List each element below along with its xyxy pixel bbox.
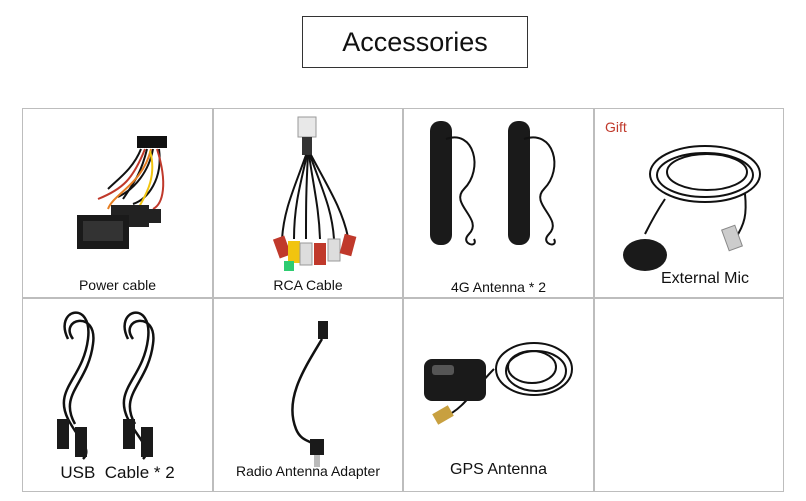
accessory-card-empty: [594, 298, 784, 492]
antenna-icon: [430, 121, 556, 246]
accessory-label: RCA Cable: [273, 277, 343, 293]
accessory-label: External Mic: [660, 270, 750, 287]
accessory-card-external-mic: Gift External Mic: [594, 108, 784, 298]
accessory-label: 4G Antenna * 2: [451, 279, 546, 295]
usb-cable-icon: [57, 311, 155, 460]
power-cable-icon: [77, 136, 167, 249]
accessory-label: GPS Antenna: [450, 461, 547, 478]
accessory-label: USB Cable * 2: [60, 463, 175, 482]
radio-adapter-icon: [291, 321, 328, 467]
accessory-card-4g-antenna: 4G Antenna * 2: [403, 108, 594, 298]
page-title: Accessories: [302, 16, 528, 68]
accessory-card-power-cable: Power cable: [22, 108, 213, 298]
accessory-card-usb-cable: USB Cable * 2: [22, 298, 213, 492]
gps-antenna-icon: [424, 342, 573, 425]
accessory-card-gps-antenna: GPS Antenna: [403, 298, 594, 492]
accessory-label: Power cable: [78, 277, 157, 293]
accessory-card-radio-adapter: Radio Antenna Adapter: [213, 298, 403, 492]
rca-cable-icon: [272, 116, 357, 271]
gift-badge: Gift: [605, 119, 627, 135]
microphone-icon: [623, 145, 761, 271]
accessories-grid: Power cable RCA Cable: [22, 108, 784, 492]
accessory-label: Radio Antenna Adapter: [235, 463, 380, 479]
accessory-card-rca-cable: RCA Cable: [213, 108, 403, 298]
